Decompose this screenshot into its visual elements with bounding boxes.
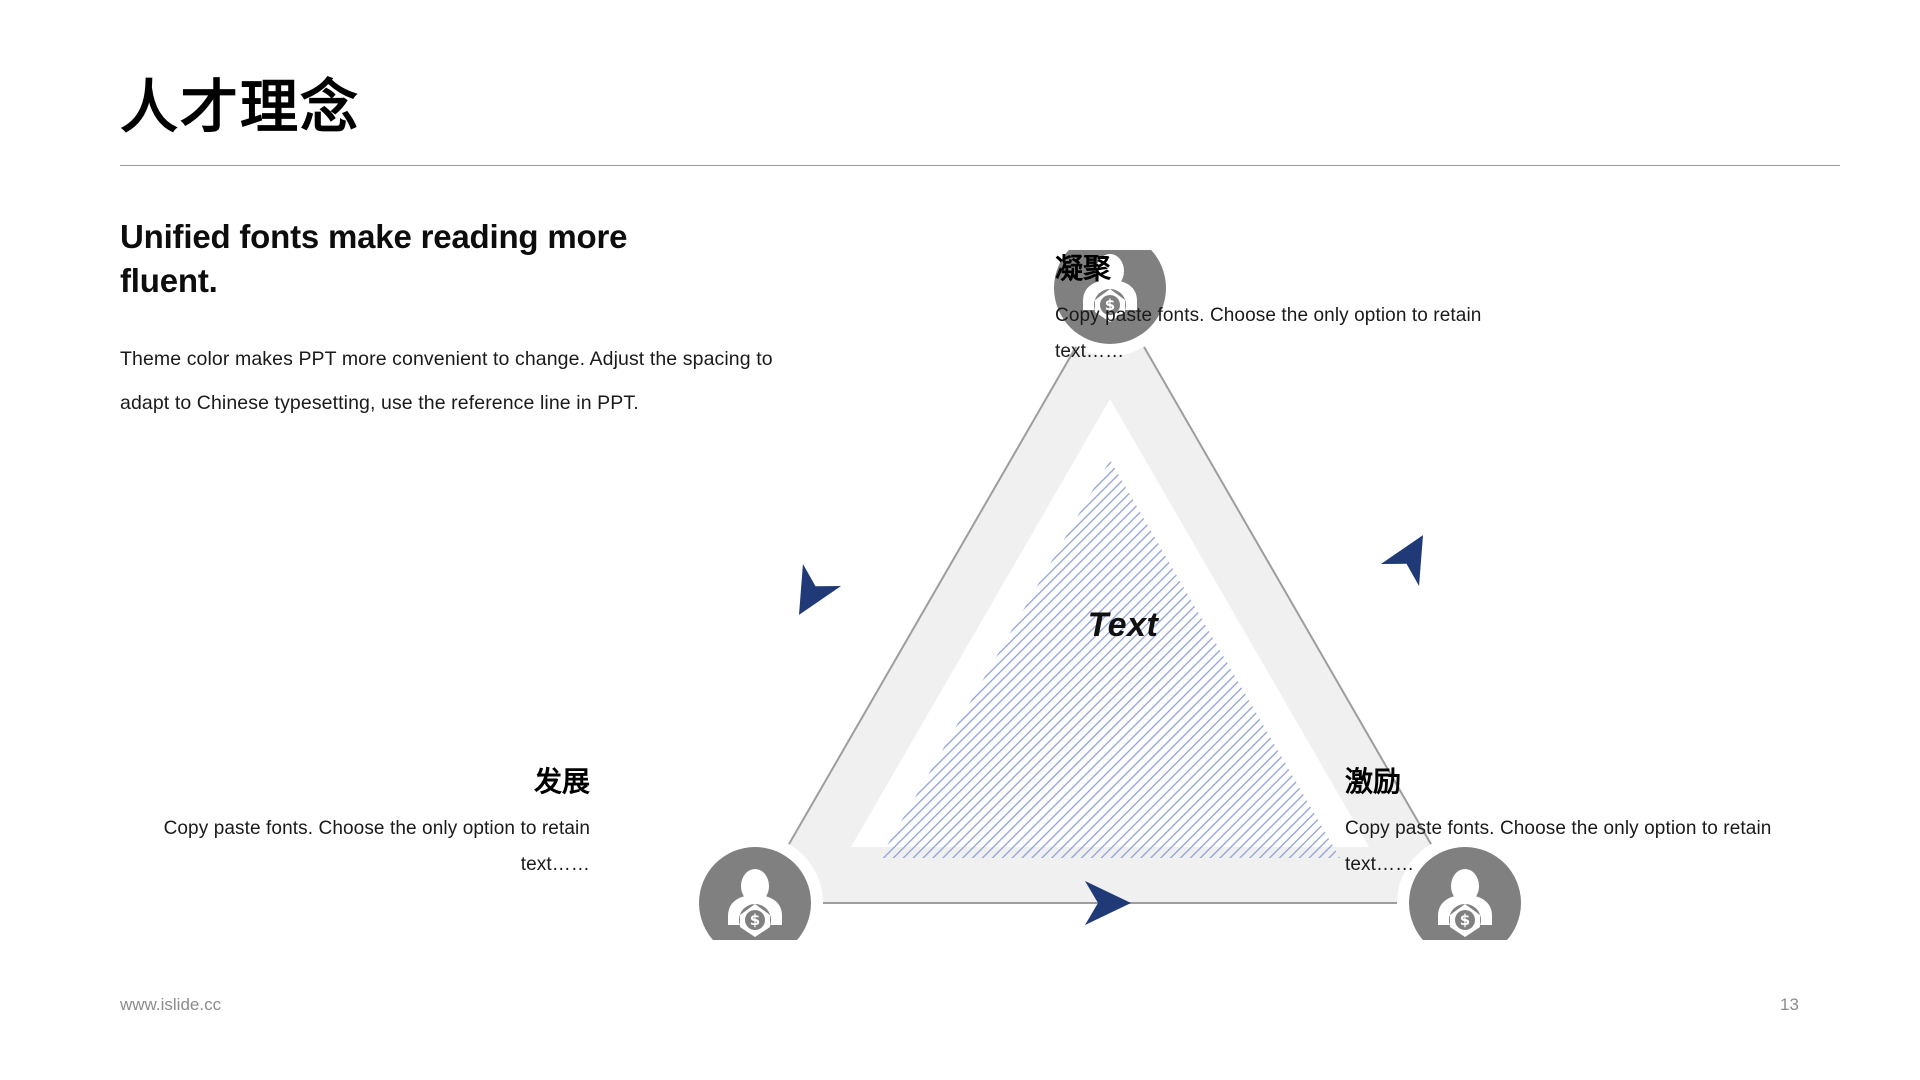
triangle-band	[755, 288, 1465, 903]
node-desc-left: Copy paste fonts. Choose the only option…	[163, 817, 590, 876]
arrow-left-edge	[799, 564, 842, 615]
node-circle-left[interactable]: $	[699, 847, 811, 940]
page-title: 人才理念	[120, 73, 361, 141]
inner-hatched-triangle	[880, 460, 1340, 858]
svg-text:$: $	[1460, 911, 1470, 929]
svg-text:$: $	[1105, 296, 1115, 314]
node-desc-right: Copy paste fonts. Choose the only option…	[1345, 817, 1772, 876]
arrow-bottom-edge	[1085, 881, 1131, 925]
node-title-right: 激励	[1345, 765, 1402, 798]
footer-url[interactable]: www.islide.cc	[120, 995, 222, 1014]
node-block-left: 发展 Copy paste fonts. Choose the only opt…	[140, 765, 590, 884]
node-desc-top: Copy paste fonts. Choose the only option…	[1055, 304, 1482, 363]
svg-text:$: $	[750, 911, 760, 929]
node-title-top: 凝聚	[1055, 252, 1112, 285]
triangle-diagram: $ $	[560, 250, 1660, 940]
node-circle-right[interactable]: $	[1409, 847, 1521, 940]
lead-heading: Unified fonts make reading more fluent.	[120, 218, 628, 299]
node-circle-top[interactable]: $	[1054, 250, 1166, 344]
node-block-top: 凝聚 Copy paste fonts. Choose the only opt…	[1055, 252, 1525, 371]
arrow-right-edge	[1380, 535, 1423, 586]
title-divider	[120, 165, 1840, 166]
footer-page-number: 13	[1780, 995, 1799, 1014]
lead-body-paragraph: Theme color makes PPT more convenient to…	[120, 348, 773, 415]
node-title-left: 发展	[533, 765, 590, 798]
node-block-right: 激励 Copy paste fonts. Choose the only opt…	[1345, 765, 1805, 884]
